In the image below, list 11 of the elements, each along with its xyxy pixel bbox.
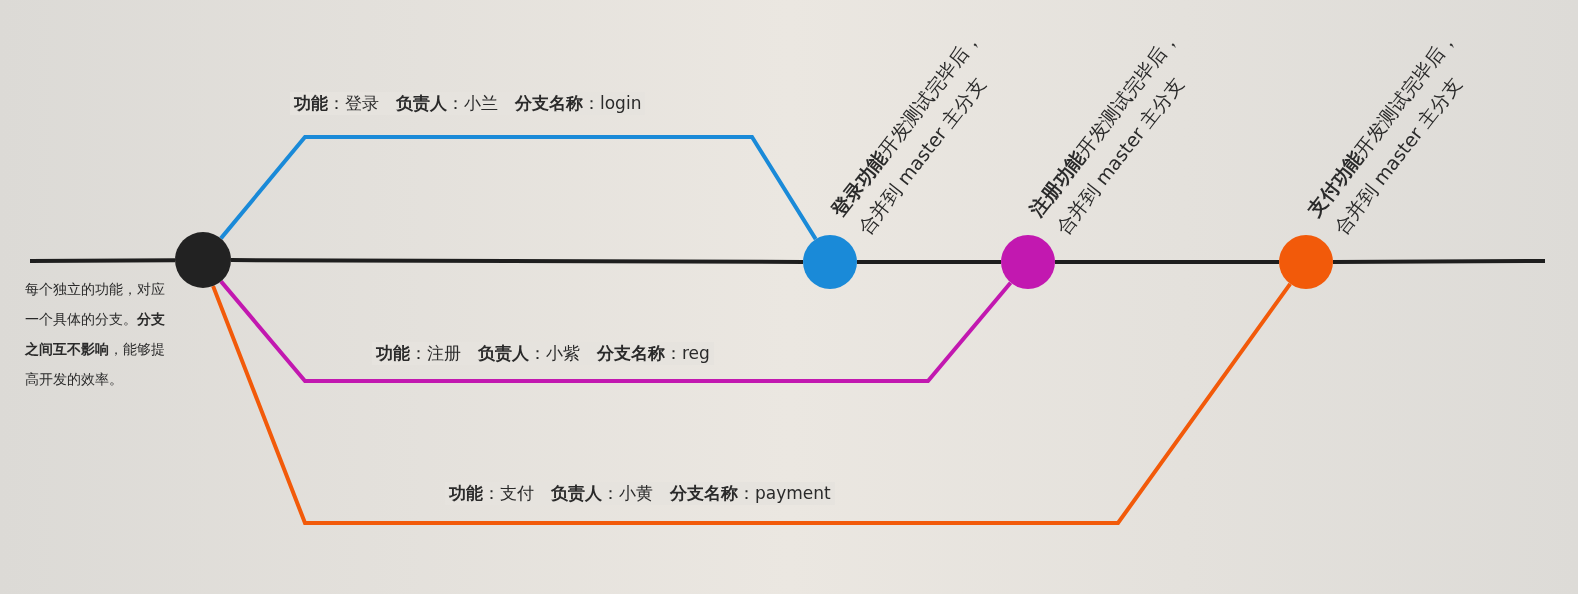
- master-line: [1055, 260, 1279, 264]
- edge-label: 功能：支付 负责人：小黄 分支名称：payment: [445, 482, 835, 505]
- master-line: [1333, 259, 1545, 264]
- master-line: [231, 258, 803, 264]
- note-text: 每个独立的功能，对应一个具体的分支。分支之间互不影响，能够提高开发的效率。: [25, 280, 166, 389]
- branch-line: [219, 280, 1013, 383]
- branch-line: [219, 135, 818, 241]
- edge-label: 功能：注册 负责人：小紫 分支名称：reg: [372, 342, 714, 365]
- branch-line: [211, 282, 1292, 525]
- master-line: [30, 258, 175, 263]
- master-line: [857, 260, 1001, 264]
